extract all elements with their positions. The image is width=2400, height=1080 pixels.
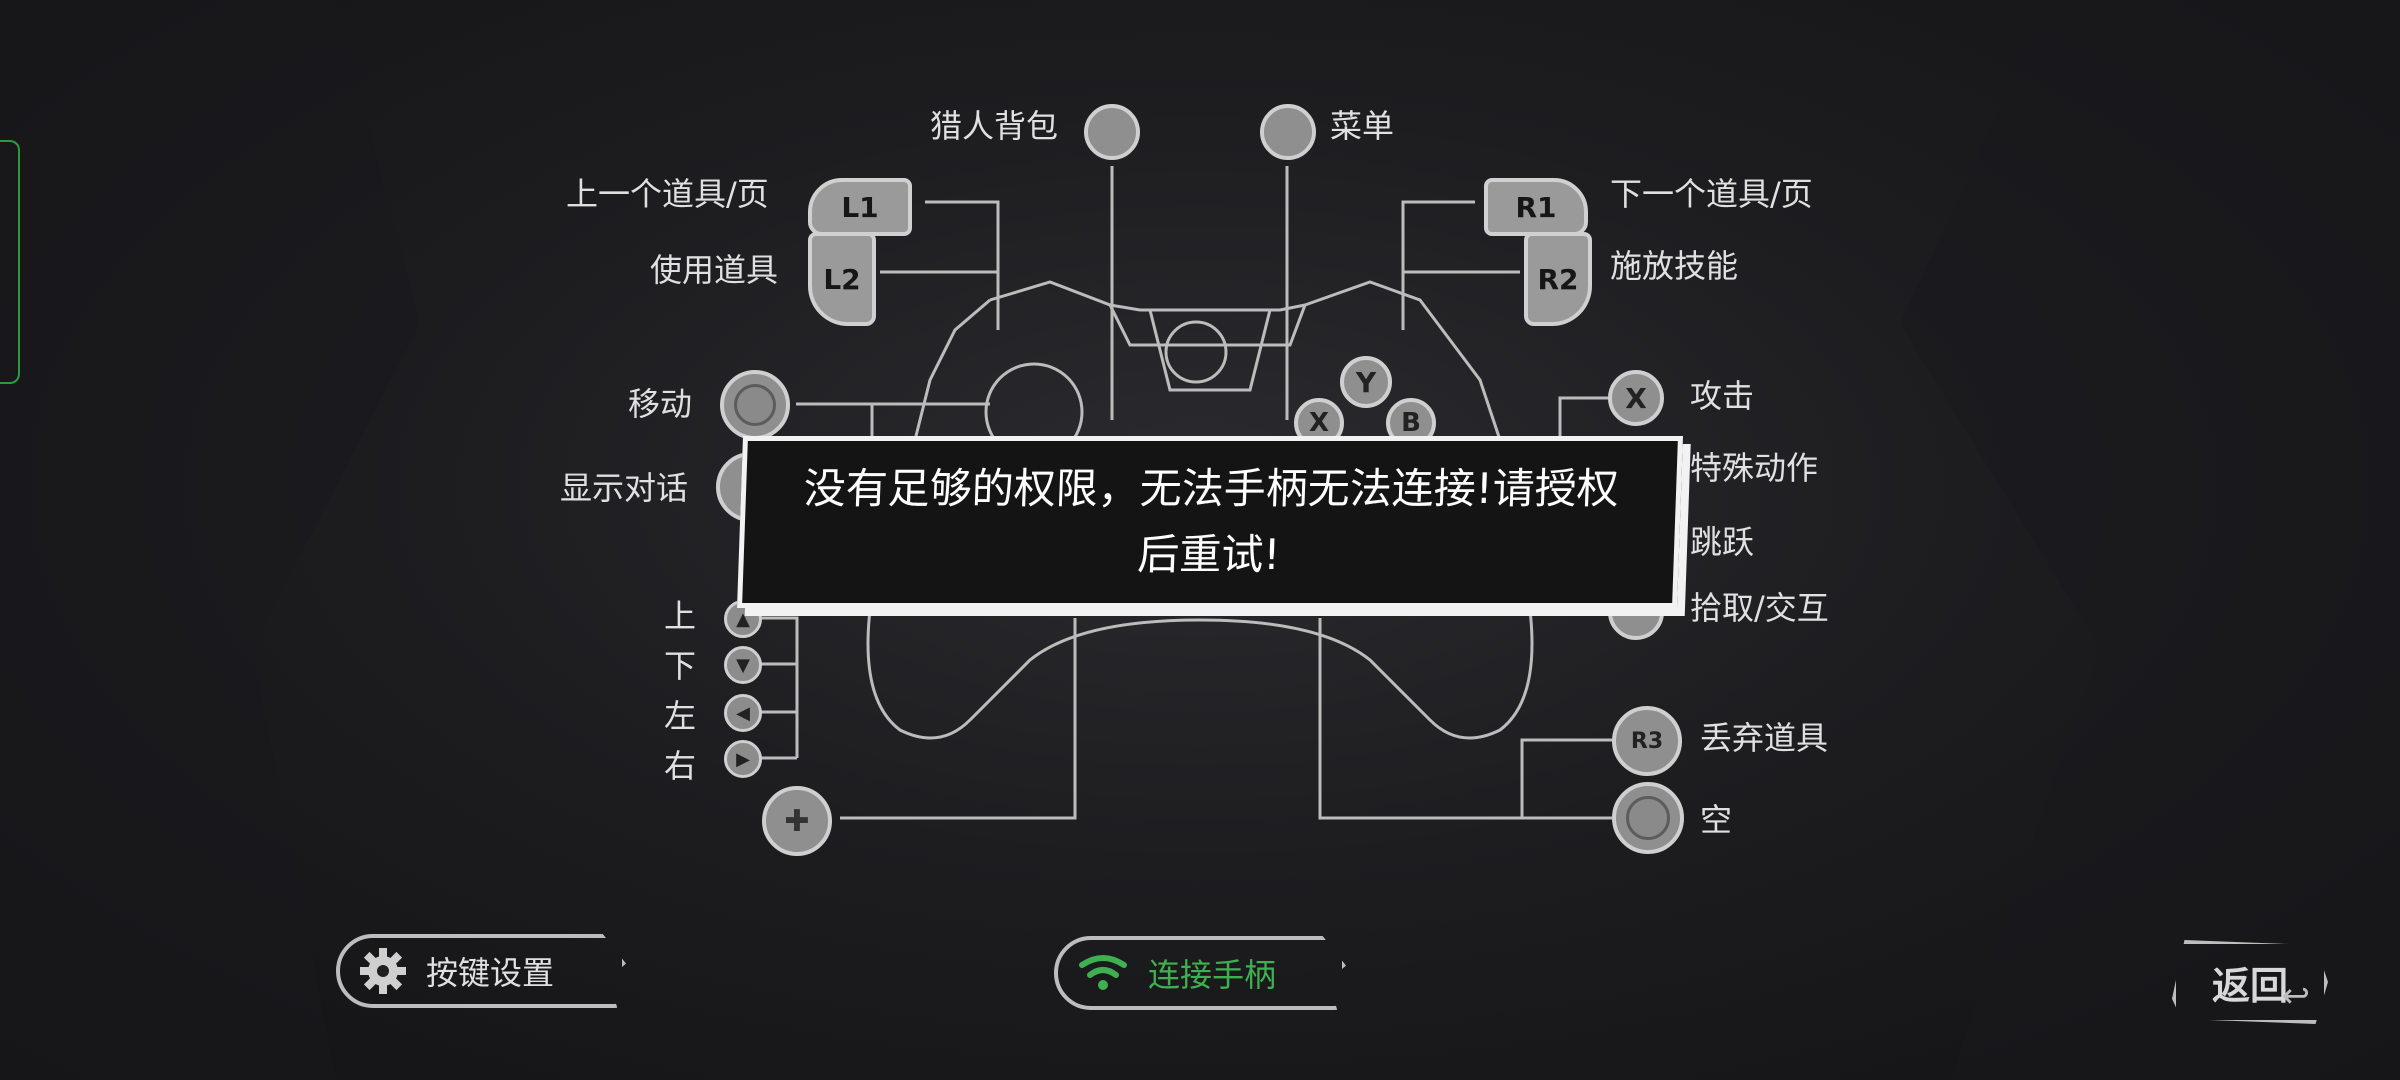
- label-use-item: 使用道具: [650, 251, 779, 289]
- l1-label: L1: [841, 190, 879, 224]
- b-face-label: B: [1401, 408, 1421, 438]
- label-jump: 跳跃: [1690, 523, 1755, 561]
- dpad-down-button[interactable]: ▼: [724, 646, 762, 684]
- x-face-label: X: [1308, 408, 1330, 438]
- dpad-right-button[interactable]: ▶: [724, 740, 762, 778]
- r2-label: R2: [1537, 262, 1579, 296]
- l2-label: L2: [823, 262, 861, 296]
- label-down: 下: [664, 647, 697, 685]
- y-face-label: Y: [1355, 365, 1377, 399]
- key-settings-label: 按键设置: [426, 954, 555, 992]
- side-indicator: [0, 140, 20, 384]
- label-next-item: 下一个道具/页: [1610, 175, 1813, 213]
- l2-button[interactable]: L2: [808, 232, 876, 326]
- label-up: 上: [664, 597, 697, 635]
- r2-button[interactable]: R2: [1524, 232, 1592, 326]
- menu-button[interactable]: [1260, 104, 1316, 160]
- left-stick-inner: [733, 383, 777, 427]
- key-settings-button[interactable]: 按键设置: [336, 934, 626, 1008]
- gear-icon: [360, 948, 406, 994]
- right-stick-button[interactable]: [1612, 782, 1684, 854]
- y-face-button[interactable]: Y: [1340, 356, 1392, 408]
- connect-controller-button[interactable]: 连接手柄: [1054, 936, 1346, 1010]
- label-right: 右: [664, 747, 697, 785]
- label-prev-item: 上一个道具/页: [566, 175, 769, 213]
- label-hunter-bag: 猎人背包: [930, 107, 1059, 145]
- label-empty: 空: [1700, 801, 1733, 839]
- label-pickup: 拾取/交互: [1690, 589, 1829, 627]
- label-cast-skill: 施放技能: [1610, 247, 1739, 285]
- wifi-icon: [1079, 955, 1127, 990]
- toast-message: 没有足够的权限，无法手柄无法连接!请授权后重试!: [802, 464, 1620, 579]
- back-button[interactable]: 返回 ↩: [2172, 940, 2328, 1024]
- r3-button[interactable]: R3: [1612, 706, 1682, 776]
- label-left: 左: [664, 697, 697, 735]
- permission-toast: 没有足够的权限，无法手柄无法连接!请授权后重试!: [736, 436, 1684, 608]
- r1-label: R1: [1515, 190, 1557, 224]
- l1-button[interactable]: L1: [808, 178, 912, 236]
- dpad-left-button[interactable]: ◀: [724, 694, 762, 732]
- r1-button[interactable]: R1: [1484, 178, 1588, 236]
- left-stick-button[interactable]: [720, 370, 790, 440]
- label-show-dialog: 显示对话: [560, 469, 689, 507]
- label-drop-item: 丢弃道具: [1700, 719, 1829, 757]
- back-label: 返回: [2211, 963, 2288, 1008]
- label-attack: 攻击: [1690, 377, 1755, 415]
- label-special-action: 特殊动作: [1690, 449, 1819, 487]
- r3-label: R3: [1630, 728, 1664, 754]
- label-move: 移动: [628, 385, 693, 423]
- hunter-bag-button[interactable]: [1084, 104, 1140, 160]
- label-menu: 菜单: [1330, 107, 1395, 145]
- attack-button[interactable]: X: [1608, 370, 1664, 426]
- right-stick-inner: [1626, 796, 1670, 840]
- attack-button-label: X: [1625, 381, 1647, 415]
- connect-controller-label: 连接手柄: [1148, 956, 1277, 994]
- return-arrow-icon: ↩: [2281, 976, 2311, 1016]
- dpad-button[interactable]: ✚: [762, 786, 832, 856]
